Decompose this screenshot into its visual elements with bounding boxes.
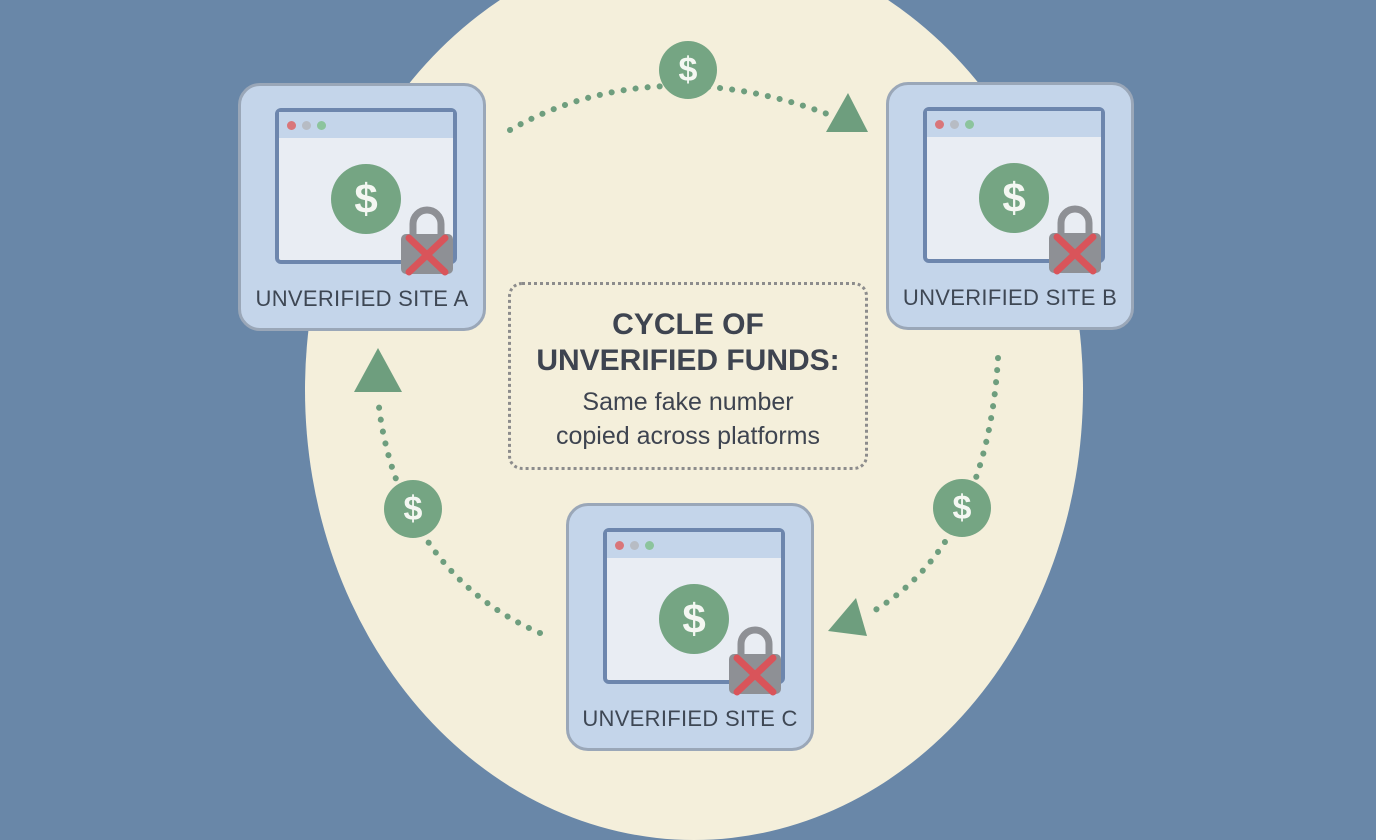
center-caption-box: CYCLE OF UNVERIFIED FUNDS: Same fake num… bbox=[508, 282, 868, 470]
window-dot-grey bbox=[950, 120, 959, 129]
dollar-coin-icon: $ bbox=[331, 164, 401, 234]
window-dot-green bbox=[965, 120, 974, 129]
browser-title-bar bbox=[279, 112, 453, 138]
flow-dollar-coin-icon-bc: $ bbox=[933, 479, 991, 537]
arrowhead-a-to-b bbox=[826, 93, 868, 132]
arrow-b-to-c bbox=[869, 355, 1001, 615]
flow-dollar-coin-icon-ca: $ bbox=[384, 480, 442, 538]
flow-dollar-coin-icon-ab: $ bbox=[659, 41, 717, 99]
arrow-a-to-b bbox=[507, 82, 833, 133]
site-label-b: UNVERIFIED SITE B bbox=[902, 285, 1118, 310]
arrowhead-c-to-a bbox=[354, 348, 402, 392]
window-dot-red bbox=[287, 121, 296, 130]
red-x-icon bbox=[405, 234, 449, 276]
window-dot-green bbox=[645, 541, 654, 550]
dollar-coin-icon: $ bbox=[979, 163, 1049, 233]
window-dot-green bbox=[317, 121, 326, 130]
site-label-c: UNVERIFIED SITE C bbox=[582, 706, 798, 731]
diagram-title: CYCLE OF UNVERIFIED FUNDS: bbox=[536, 308, 840, 377]
red-x-icon bbox=[733, 654, 777, 696]
site-card-c: $ UNVERIFIED SITE C bbox=[566, 503, 814, 751]
cycle-arrows bbox=[354, 82, 1001, 636]
arrowhead-b-to-c bbox=[828, 598, 867, 636]
site-card-b: $ UNVERIFIED SITE B bbox=[886, 82, 1134, 330]
browser-title-bar bbox=[927, 111, 1101, 137]
lock-icon bbox=[729, 626, 781, 696]
lock-icon bbox=[401, 206, 453, 276]
diagram-subtitle: Same fake number copied across platforms bbox=[555, 388, 820, 450]
site-label-a: UNVERIFIED SITE A bbox=[255, 286, 469, 311]
red-x-icon bbox=[1053, 233, 1097, 275]
dollar-coin-icon: $ bbox=[659, 584, 729, 654]
lock-icon bbox=[1049, 205, 1101, 275]
site-card-a: $ UNVERIFIED SITE A bbox=[238, 83, 486, 331]
window-dot-red bbox=[615, 541, 624, 550]
window-dot-red bbox=[935, 120, 944, 129]
browser-title-bar bbox=[607, 532, 781, 558]
window-dot-grey bbox=[630, 541, 639, 550]
window-dot-grey bbox=[302, 121, 311, 130]
